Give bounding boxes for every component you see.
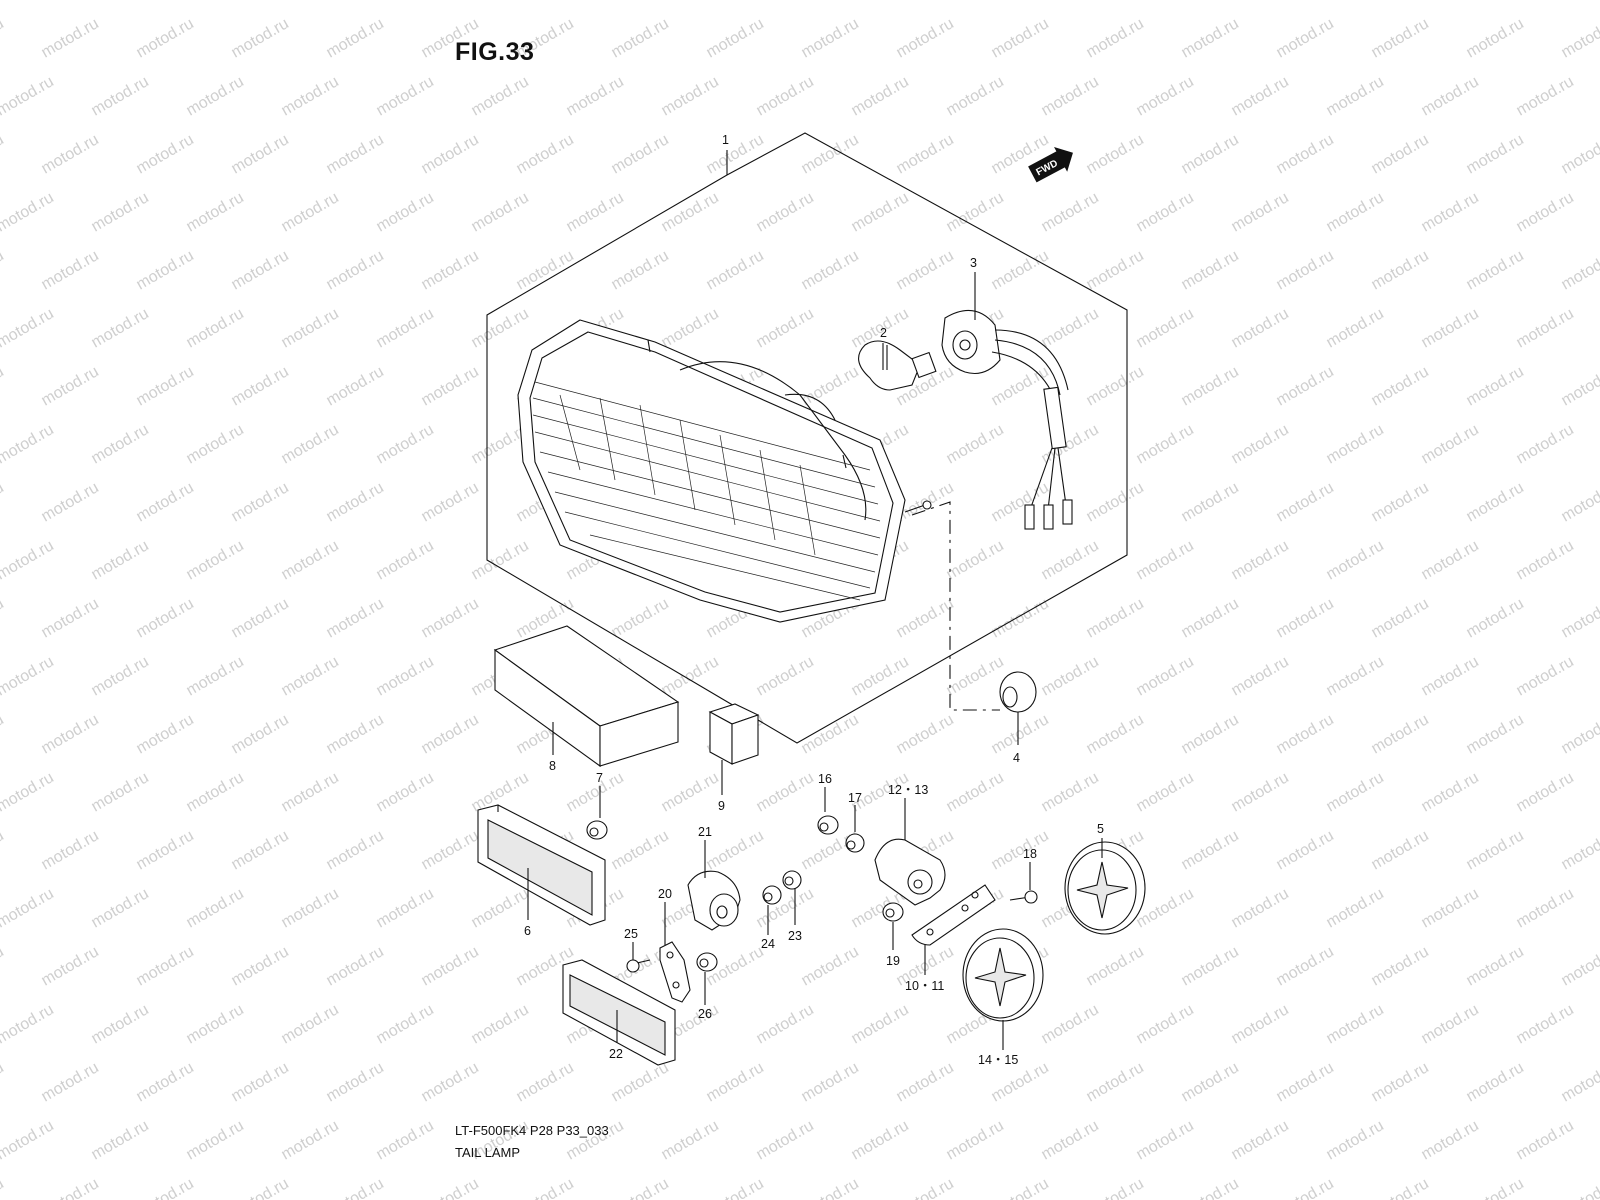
lens-ribs xyxy=(532,381,881,601)
label-part-9: 9 xyxy=(718,799,725,813)
label-part-2: 2 xyxy=(880,326,887,340)
label-part-19: 19 xyxy=(886,954,900,968)
label-part-16: 16 xyxy=(818,772,832,786)
label-part-22: 22 xyxy=(609,1047,623,1061)
fwd-arrow-icon: FWD xyxy=(1028,147,1073,183)
tail-lamp-housing xyxy=(517,319,932,623)
screw-25 xyxy=(626,959,651,973)
grommet xyxy=(999,671,1037,713)
bulb xyxy=(858,340,937,391)
label-part-18: 18 xyxy=(1023,847,1037,861)
leader-lines xyxy=(527,272,1103,1050)
cushion-pad xyxy=(493,625,680,768)
nut-7 xyxy=(586,820,608,840)
nut-19 xyxy=(882,902,904,922)
label-part-8: 8 xyxy=(549,759,556,773)
socket-harness xyxy=(941,309,1073,530)
label-part-20: 20 xyxy=(658,887,672,901)
assembly-outline xyxy=(486,132,1128,744)
label-part-24: 24 xyxy=(761,937,775,951)
label-part-4: 4 xyxy=(1013,751,1020,765)
nut-16 xyxy=(817,815,839,835)
screw-18 xyxy=(1009,890,1038,904)
plate-10-11 xyxy=(911,884,996,946)
label-part-17: 17 xyxy=(848,791,862,805)
small-cushion xyxy=(708,703,760,765)
bracket-21 xyxy=(687,870,741,931)
model-code: LT-F500FK4 P28 P33_033 xyxy=(455,1123,609,1138)
label-part-10-11: 10・11 xyxy=(905,979,944,993)
nut-23 xyxy=(782,870,802,890)
label-part-12-13: 12・13 xyxy=(888,783,928,797)
label-part-14-15: 14・15 xyxy=(978,1053,1018,1067)
label-part-3: 3 xyxy=(970,256,977,270)
collar-17 xyxy=(845,833,865,853)
collar-24 xyxy=(762,885,782,905)
plate-20 xyxy=(659,941,691,1003)
figure-title: FIG.33 xyxy=(455,38,535,66)
label-part-25: 25 xyxy=(624,927,638,941)
section-name: TAIL LAMP xyxy=(455,1145,521,1160)
label-part-1: 1 xyxy=(722,133,729,147)
nut-26 xyxy=(696,952,718,972)
label-part-23: 23 xyxy=(788,929,802,943)
bracket-12-13 xyxy=(874,838,946,906)
lamp-lens-14-15 xyxy=(962,928,1044,1022)
label-part-21: 21 xyxy=(698,825,712,839)
label-part-5: 5 xyxy=(1097,822,1104,836)
lamp-lens-5 xyxy=(1064,841,1146,935)
reflector-upper xyxy=(477,804,606,926)
label-part-26: 26 xyxy=(698,1007,712,1021)
label-part-7: 7 xyxy=(596,771,603,785)
label-part-6: 6 xyxy=(524,924,531,938)
part-labels: 1 2 3 4 5 6 7 8 9 10・11 12・13 14・15 16 1… xyxy=(524,133,1104,1067)
